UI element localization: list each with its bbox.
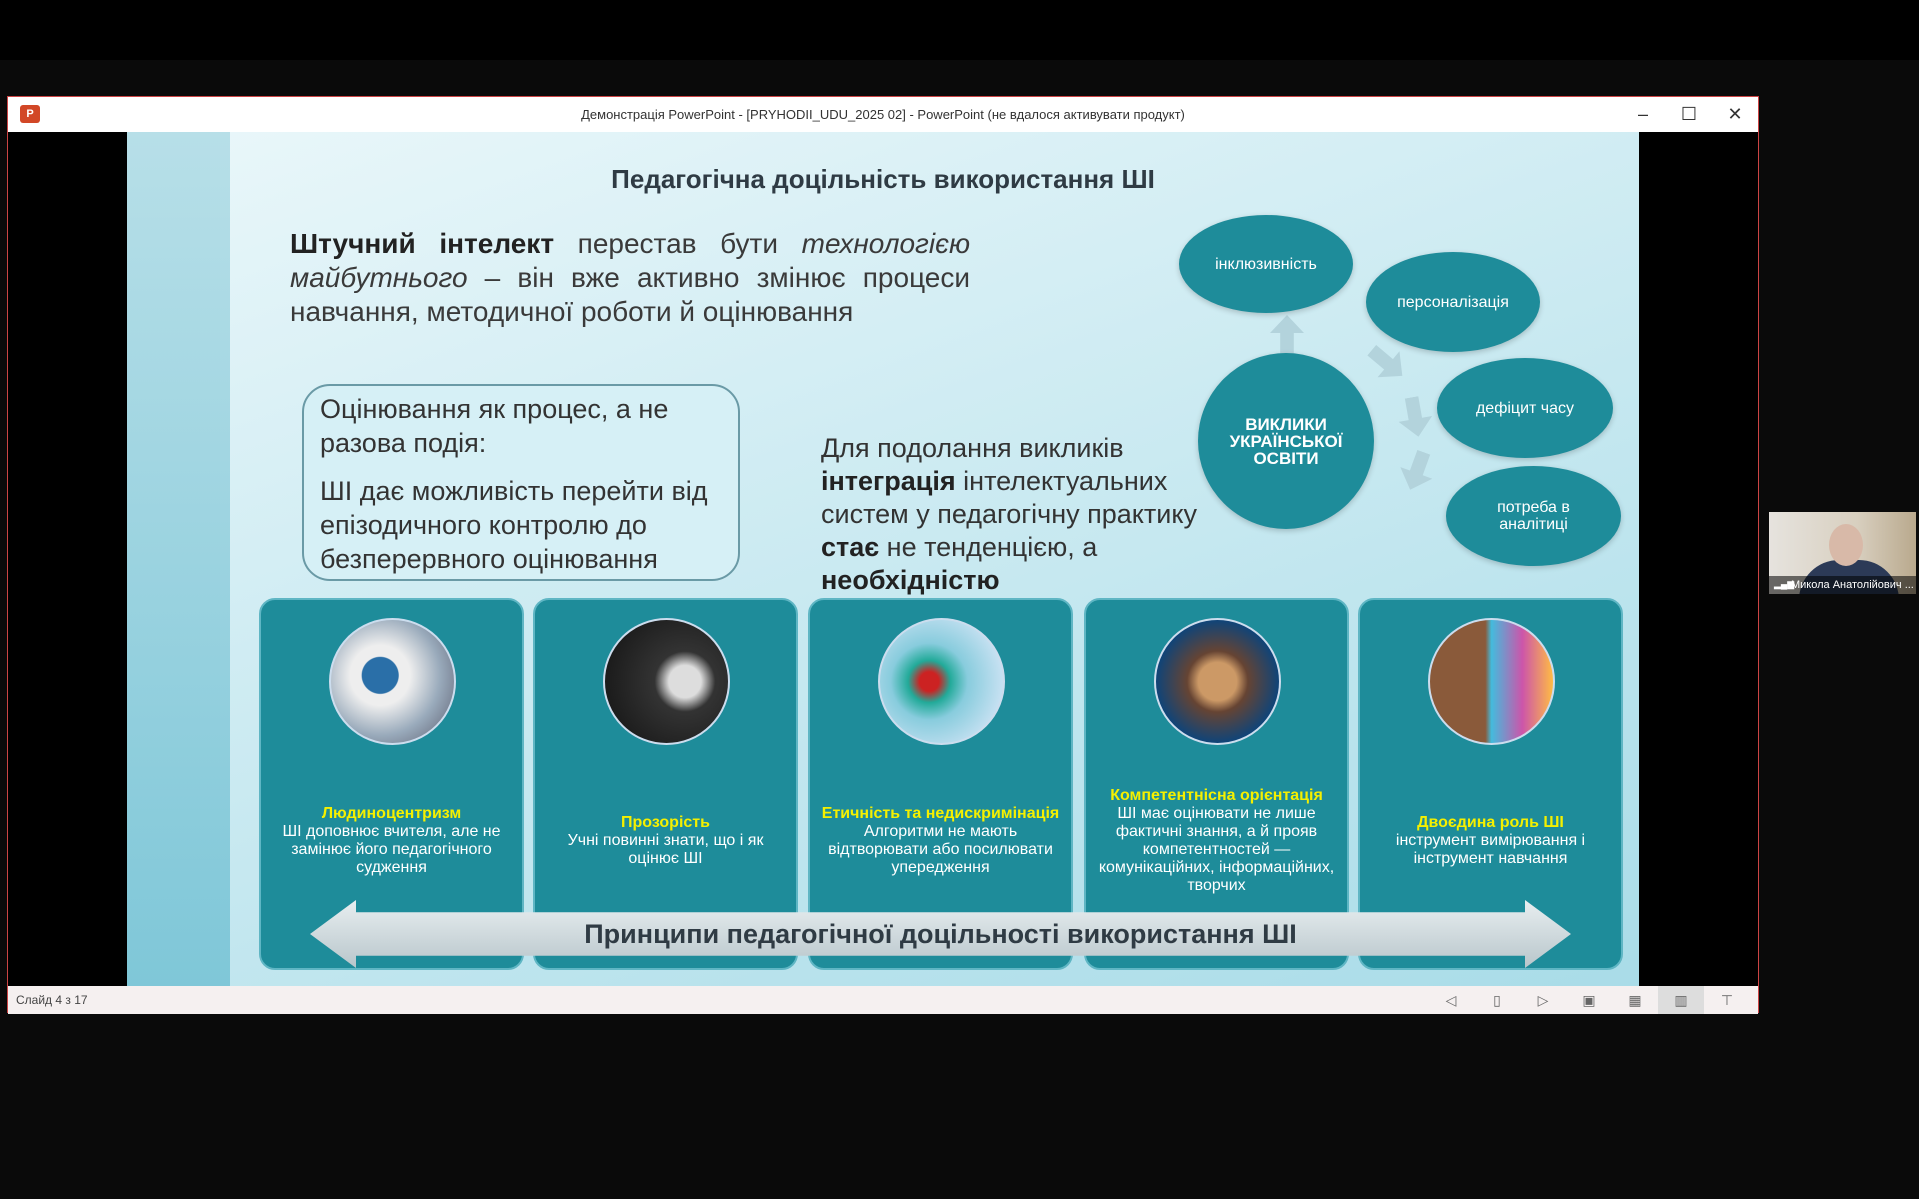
card-title: Двоєдина роль ШІ [1417, 814, 1564, 831]
books-ai-face-image [1428, 618, 1555, 745]
slide-title: Педагогічна доцільність використання ШІ [611, 164, 1155, 194]
challenge-inclusivity: інклюзивність [1179, 215, 1353, 313]
participant-video[interactable]: Микола Анатолійович ... ▂▄▆ [1769, 512, 1916, 594]
close-button[interactable]: ✕ [1727, 104, 1743, 124]
need-text-1: Для подолання викликів [821, 433, 1124, 463]
reading-view-icon[interactable]: ▥ [1658, 986, 1704, 1014]
normal-view-icon[interactable]: ▣ [1582, 991, 1596, 1008]
box-heading: Оцінювання як процес, а не разова подія: [320, 394, 669, 458]
need-text-2: інтелектуальних систем у педагогічну пра… [821, 466, 1197, 529]
card-text: Алгоритми не мають відтворювати або поси… [828, 823, 1053, 876]
status-bar: Слайд 4 з 17 ◁ ▯ ▷ ▣ ▦ ▥ ⊤ [8, 986, 1758, 1014]
notes-icon[interactable]: ▯ [1493, 991, 1501, 1008]
challenge-analytics: потреба в аналітиці [1446, 466, 1621, 566]
title-bar: P Демонстрація PowerPoint - [PRYHODII_UD… [8, 97, 1758, 132]
card-text: ШІ доповнює вчителя, але не замінює його… [282, 823, 501, 876]
need-bold-2: стає [821, 532, 880, 562]
integration-paragraph: Для подолання викликів інтеграція інтеле… [821, 432, 1241, 597]
brain-image [1154, 618, 1281, 745]
intro-text-1: перестав бути [554, 228, 802, 259]
ethics-figures-image [878, 618, 1005, 745]
card-text: інструмент вимірювання і інструмент навч… [1395, 832, 1586, 867]
window-title: Демонстрація PowerPoint - [PRYHODII_UDU_… [581, 107, 1185, 122]
participant-name: Микола Анатолійович ... [1769, 576, 1916, 594]
next-slide-icon[interactable]: ▷ [1537, 991, 1549, 1008]
maximize-button[interactable]: ☐ [1680, 104, 1698, 124]
powerpoint-window: P Демонстрація PowerPoint - [PRYHODII_UD… [7, 96, 1759, 1014]
assessment-box: Оцінювання як процес, а не разова подія:… [302, 384, 740, 581]
cycle-arrow-icon [1361, 337, 1413, 389]
cycle-arrow-icon [1394, 446, 1440, 495]
slide-sorter-icon[interactable]: ▦ [1628, 991, 1642, 1008]
child-globe-image [329, 618, 456, 745]
intro-bold: Штучний інтелект [290, 228, 555, 259]
minimize-button[interactable]: – [1637, 104, 1648, 124]
signal-icon: ▂▄▆ [1774, 579, 1795, 589]
cycle-arrow-icon [1395, 394, 1435, 439]
intro-italic: технологією майбутнього [290, 228, 971, 293]
need-bold-3: необхідністю [821, 565, 1000, 595]
card-text: Учні повинні знати, що і як оцінює ШІ [567, 832, 764, 867]
need-bold-1: інтеграція [821, 466, 956, 496]
challenge-time-deficit: дефіцит часу [1437, 358, 1613, 458]
card-text: ШІ має оцінювати не лише фактичні знання… [1098, 805, 1335, 894]
card-title: Етичність та недискримінація [821, 805, 1060, 822]
slide-counter: Слайд 4 з 17 [16, 993, 88, 1007]
challenges-center: ВИКЛИКИ УКРАЇНСЬКОЇ ОСВІТИ [1198, 353, 1374, 529]
slide-side-strip [127, 132, 230, 986]
robot-chalkboard-image [603, 618, 730, 745]
challenge-personalization: персоналізація [1366, 252, 1540, 352]
card-title: Прозорість [621, 814, 710, 831]
top-black-bar [0, 0, 1919, 60]
need-text-3: не тенденцією, а [879, 532, 1098, 562]
cycle-arrow-icon [1270, 315, 1304, 355]
previous-slide-icon[interactable]: ◁ [1445, 991, 1457, 1008]
box-text: ШІ дає можливість перейти від епізодично… [320, 476, 708, 574]
intro-text-2: – він вже активно змінює процеси навчанн… [290, 262, 970, 327]
participant-head [1829, 524, 1863, 566]
card-title: Компетентнісна орієнтація [1110, 787, 1323, 804]
card-title: Людиноцентризм [321, 805, 462, 822]
intro-paragraph: Штучний інтелект перестав бути технологі… [290, 227, 970, 329]
powerpoint-icon: P [20, 105, 40, 123]
slide[interactable]: Педагогічна доцільність використання ШІ … [127, 132, 1639, 986]
slideshow-icon[interactable]: ⊤ [1720, 991, 1734, 1008]
